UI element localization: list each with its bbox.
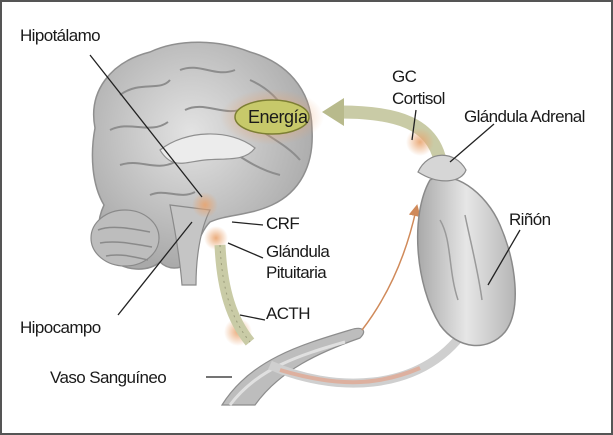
label-vaso-sanguineo: Vaso Sanguíneo [50, 368, 166, 388]
label-hipocampo: Hipocampo [20, 318, 101, 338]
label-glandula-adrenal: Glándula Adrenal [464, 107, 585, 127]
label-crf: CRF [266, 214, 299, 234]
label-rinon: Riñón [509, 210, 550, 230]
label-acth: ACTH [266, 304, 310, 324]
label-hipotalamo: Hipotálamo [20, 26, 100, 46]
label-glandula: Glándula [266, 242, 329, 262]
label-energia: Energía [248, 107, 308, 128]
label-pituitaria: Pituitaria [266, 263, 326, 283]
label-gc: GC [392, 67, 416, 87]
label-cortisol: Cortisol [392, 89, 445, 109]
